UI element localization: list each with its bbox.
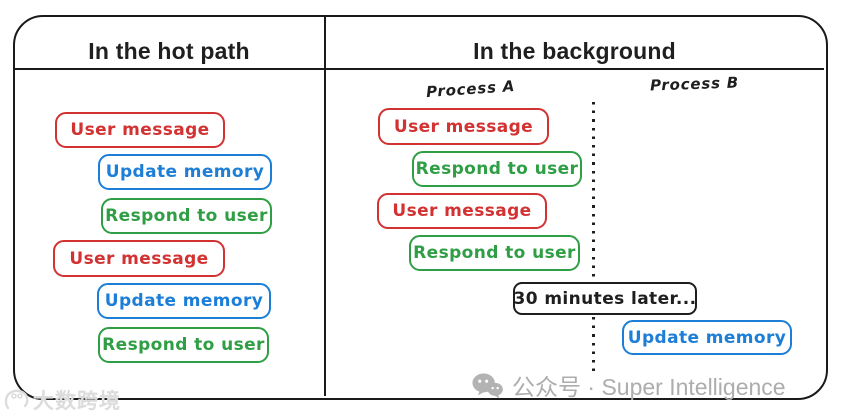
node-respond-to-user: Respond to user [412,151,582,187]
dashukuajing-logo-icon [4,388,30,412]
node-30-minutes-later: 30 minutes later... [513,282,697,315]
node-update-memory: Update memory [98,154,272,190]
node-user-message: User message [55,112,225,148]
node-update-memory: Update memory [97,283,271,319]
hot-path-title: In the hot path [88,38,250,64]
node-user-message: User message [377,193,547,229]
process-divider-dotted-line [592,102,595,372]
node-user-message: User message [53,240,225,277]
watermark-text: 公众号 · Super Intelligence [512,374,786,400]
node-user-message: User message [378,108,549,145]
wechat-icon [472,372,503,399]
node-respond-to-user: Respond to user [98,327,269,363]
node-respond-to-user: Respond to user [409,235,580,271]
diagram-frame [13,15,828,400]
header-divider-line [14,68,824,71]
watermark-bottom-left: 大数跨境 [4,385,121,415]
node-update-memory: Update memory [622,320,792,355]
panel-divider-line [324,16,327,396]
watermark-text: 大数跨境 [33,389,121,413]
node-respond-to-user: Respond to user [101,198,272,234]
process-b-label: Process B [649,73,740,95]
watermark-bottom-right: 公众号 · Super Intelligence [472,368,786,402]
background-title: In the background [473,38,676,64]
